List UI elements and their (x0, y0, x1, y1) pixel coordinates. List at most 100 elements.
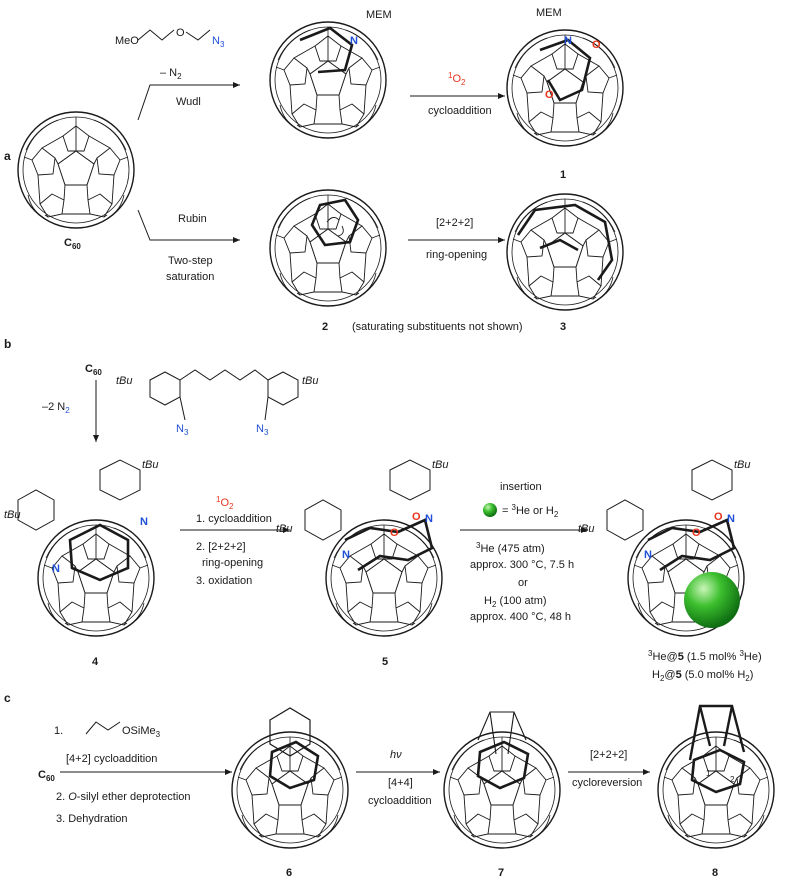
svg-text:N3: N3 (212, 35, 225, 49)
minus-n2-label: – N2 (160, 67, 182, 81)
endohedral-5-aryl-right (691, 459, 733, 501)
step3-label-b: 3. oxidation (196, 575, 252, 587)
compound-4-label: 4 (92, 656, 99, 668)
compound-3-molecule (506, 193, 624, 311)
position-2-label: 2 (730, 775, 735, 784)
step1-label-b: 1. cycloaddition (196, 513, 272, 525)
wudl-label: Wudl (176, 96, 201, 108)
compound-5-label: 5 (382, 656, 388, 668)
arrow-rubin (137, 209, 240, 243)
endohedral-5-aryl-left (606, 499, 644, 541)
cycloaddition-label-c: cycloaddition (368, 795, 432, 807)
diene-reagent (85, 721, 121, 735)
endohedral-5-open-rim (647, 518, 736, 572)
o-atom-5a: O (390, 527, 399, 539)
compound-4-aryl-right (99, 459, 141, 501)
he-condition-1: 3He (475 atm) (476, 541, 545, 555)
c60-molecule (17, 111, 135, 229)
rubin-label: Rubin (178, 213, 207, 225)
n-atom-5a: N (425, 513, 433, 525)
mem-label-a1: MEM (366, 9, 392, 21)
compound-4-aryl-left (17, 489, 55, 531)
compound-1-label: 1 (560, 169, 566, 181)
mem-label-1: MEM (536, 7, 562, 19)
step3-label-c: 3. Dehydration (56, 813, 128, 825)
compound-8-bridge (688, 704, 746, 761)
h25-product-label: H2@5 (5.0 mol% H2) (652, 669, 753, 683)
o-atom-he5b: O (714, 511, 723, 523)
compound-6-molecule (231, 731, 349, 849)
h2-condition-1: H2 (100 atm) (484, 595, 547, 609)
tbu-he5b: tBu (578, 523, 595, 535)
cycloreversion-label: cycloreversion (572, 777, 642, 789)
compound-7-label: 7 (498, 867, 504, 879)
cond-222-label-a: [2+2+2] (436, 217, 473, 229)
tbu-5b: tBu (276, 523, 293, 535)
c60-label-b: C60 (85, 363, 102, 377)
svg-text:tBu: tBu (302, 375, 319, 387)
compound-5-aryl-right (389, 459, 431, 501)
he5-product-label: 3He@5 (1.5 mol% 3He) (648, 649, 762, 663)
compound-1-molecule (506, 29, 624, 147)
c60-label: C60 (64, 237, 81, 251)
svg-text:MeO: MeO (115, 35, 139, 47)
or-label: or (518, 577, 528, 589)
cond-44-label: [4+4] (388, 777, 413, 789)
compound-2-molecule (269, 189, 387, 307)
n-atom-4b: N (52, 563, 60, 575)
azafulleroid-molecule (269, 21, 387, 139)
diazide-reagent: tBu tBu N3 N3 (116, 369, 319, 437)
minus-2n2-label: –2 N2 (42, 401, 70, 415)
insertion-label: insertion (500, 481, 542, 493)
compound-6-fused-ring (268, 740, 320, 790)
step1-label-c: 1. (54, 725, 63, 737)
svg-text:N3: N3 (176, 423, 189, 437)
azafulleroid-bridge (299, 26, 354, 74)
compound-8-molecule (657, 731, 775, 849)
ring-opening-label-a: ring-opening (426, 249, 487, 261)
singlet-o2-label-a: 1O2 (448, 71, 466, 87)
compound-6-label: 6 (286, 867, 292, 879)
saturating-note: (saturating substituents not shown) (352, 321, 523, 333)
n-atom-4a: N (140, 516, 148, 528)
compound-3-open-rim (516, 203, 614, 281)
o-atom-he5a: O (692, 527, 701, 539)
compound-5-molecule (325, 519, 443, 637)
he-condition-2: approx. 300 °C, 7.5 h (470, 559, 574, 571)
compound-1-open-bridge (539, 38, 592, 102)
o-atom-1b: O (545, 89, 554, 101)
o-atom-5b: O (412, 511, 421, 523)
tbu-4a: tBu (142, 459, 159, 471)
n-atom-a: N (350, 35, 358, 47)
guest-legend: = 3He or H2 (502, 503, 559, 519)
svg-text:O: O (176, 27, 185, 39)
cond-222-label-c: [2+2+2] (590, 749, 627, 761)
panel-label-b: b (4, 337, 11, 351)
compound-2-label: 2 (322, 321, 328, 333)
singlet-o2-label-b: 1O2 (216, 495, 234, 511)
encapsulated-guest-sphere (684, 572, 740, 628)
compound-4-bridge (68, 523, 130, 582)
compound-6-benzo-ring (269, 707, 311, 757)
position-1-label: 1 (706, 769, 711, 778)
saturation-label: saturation (166, 271, 214, 283)
two-step-label: Two-step (168, 255, 213, 267)
panel-label-c: c (4, 691, 11, 705)
arrow-wudl (137, 82, 240, 121)
tbu-4b: tBu (4, 509, 21, 521)
step2b-label-b: ring-opening (202, 557, 263, 569)
step2-label-b: 2. [2+2+2] (196, 541, 246, 553)
compound-7-fused-ring (476, 740, 530, 790)
compound-7-molecule (443, 731, 561, 849)
tbu-5a: tBu (432, 459, 449, 471)
c60-label-c: C60 (38, 769, 55, 783)
h2-condition-2: approx. 400 °C, 48 h (470, 611, 571, 623)
compound-8-label: 8 (712, 867, 718, 879)
osime3-label: OSiMe3 (122, 725, 161, 739)
svg-text:tBu: tBu (116, 375, 133, 387)
svg-text:N3: N3 (256, 423, 269, 437)
tbu-he5a: tBu (734, 459, 751, 471)
step1b-label-c: [4+2] cycloaddition (66, 753, 157, 765)
guest-sphere-icon (483, 503, 497, 517)
